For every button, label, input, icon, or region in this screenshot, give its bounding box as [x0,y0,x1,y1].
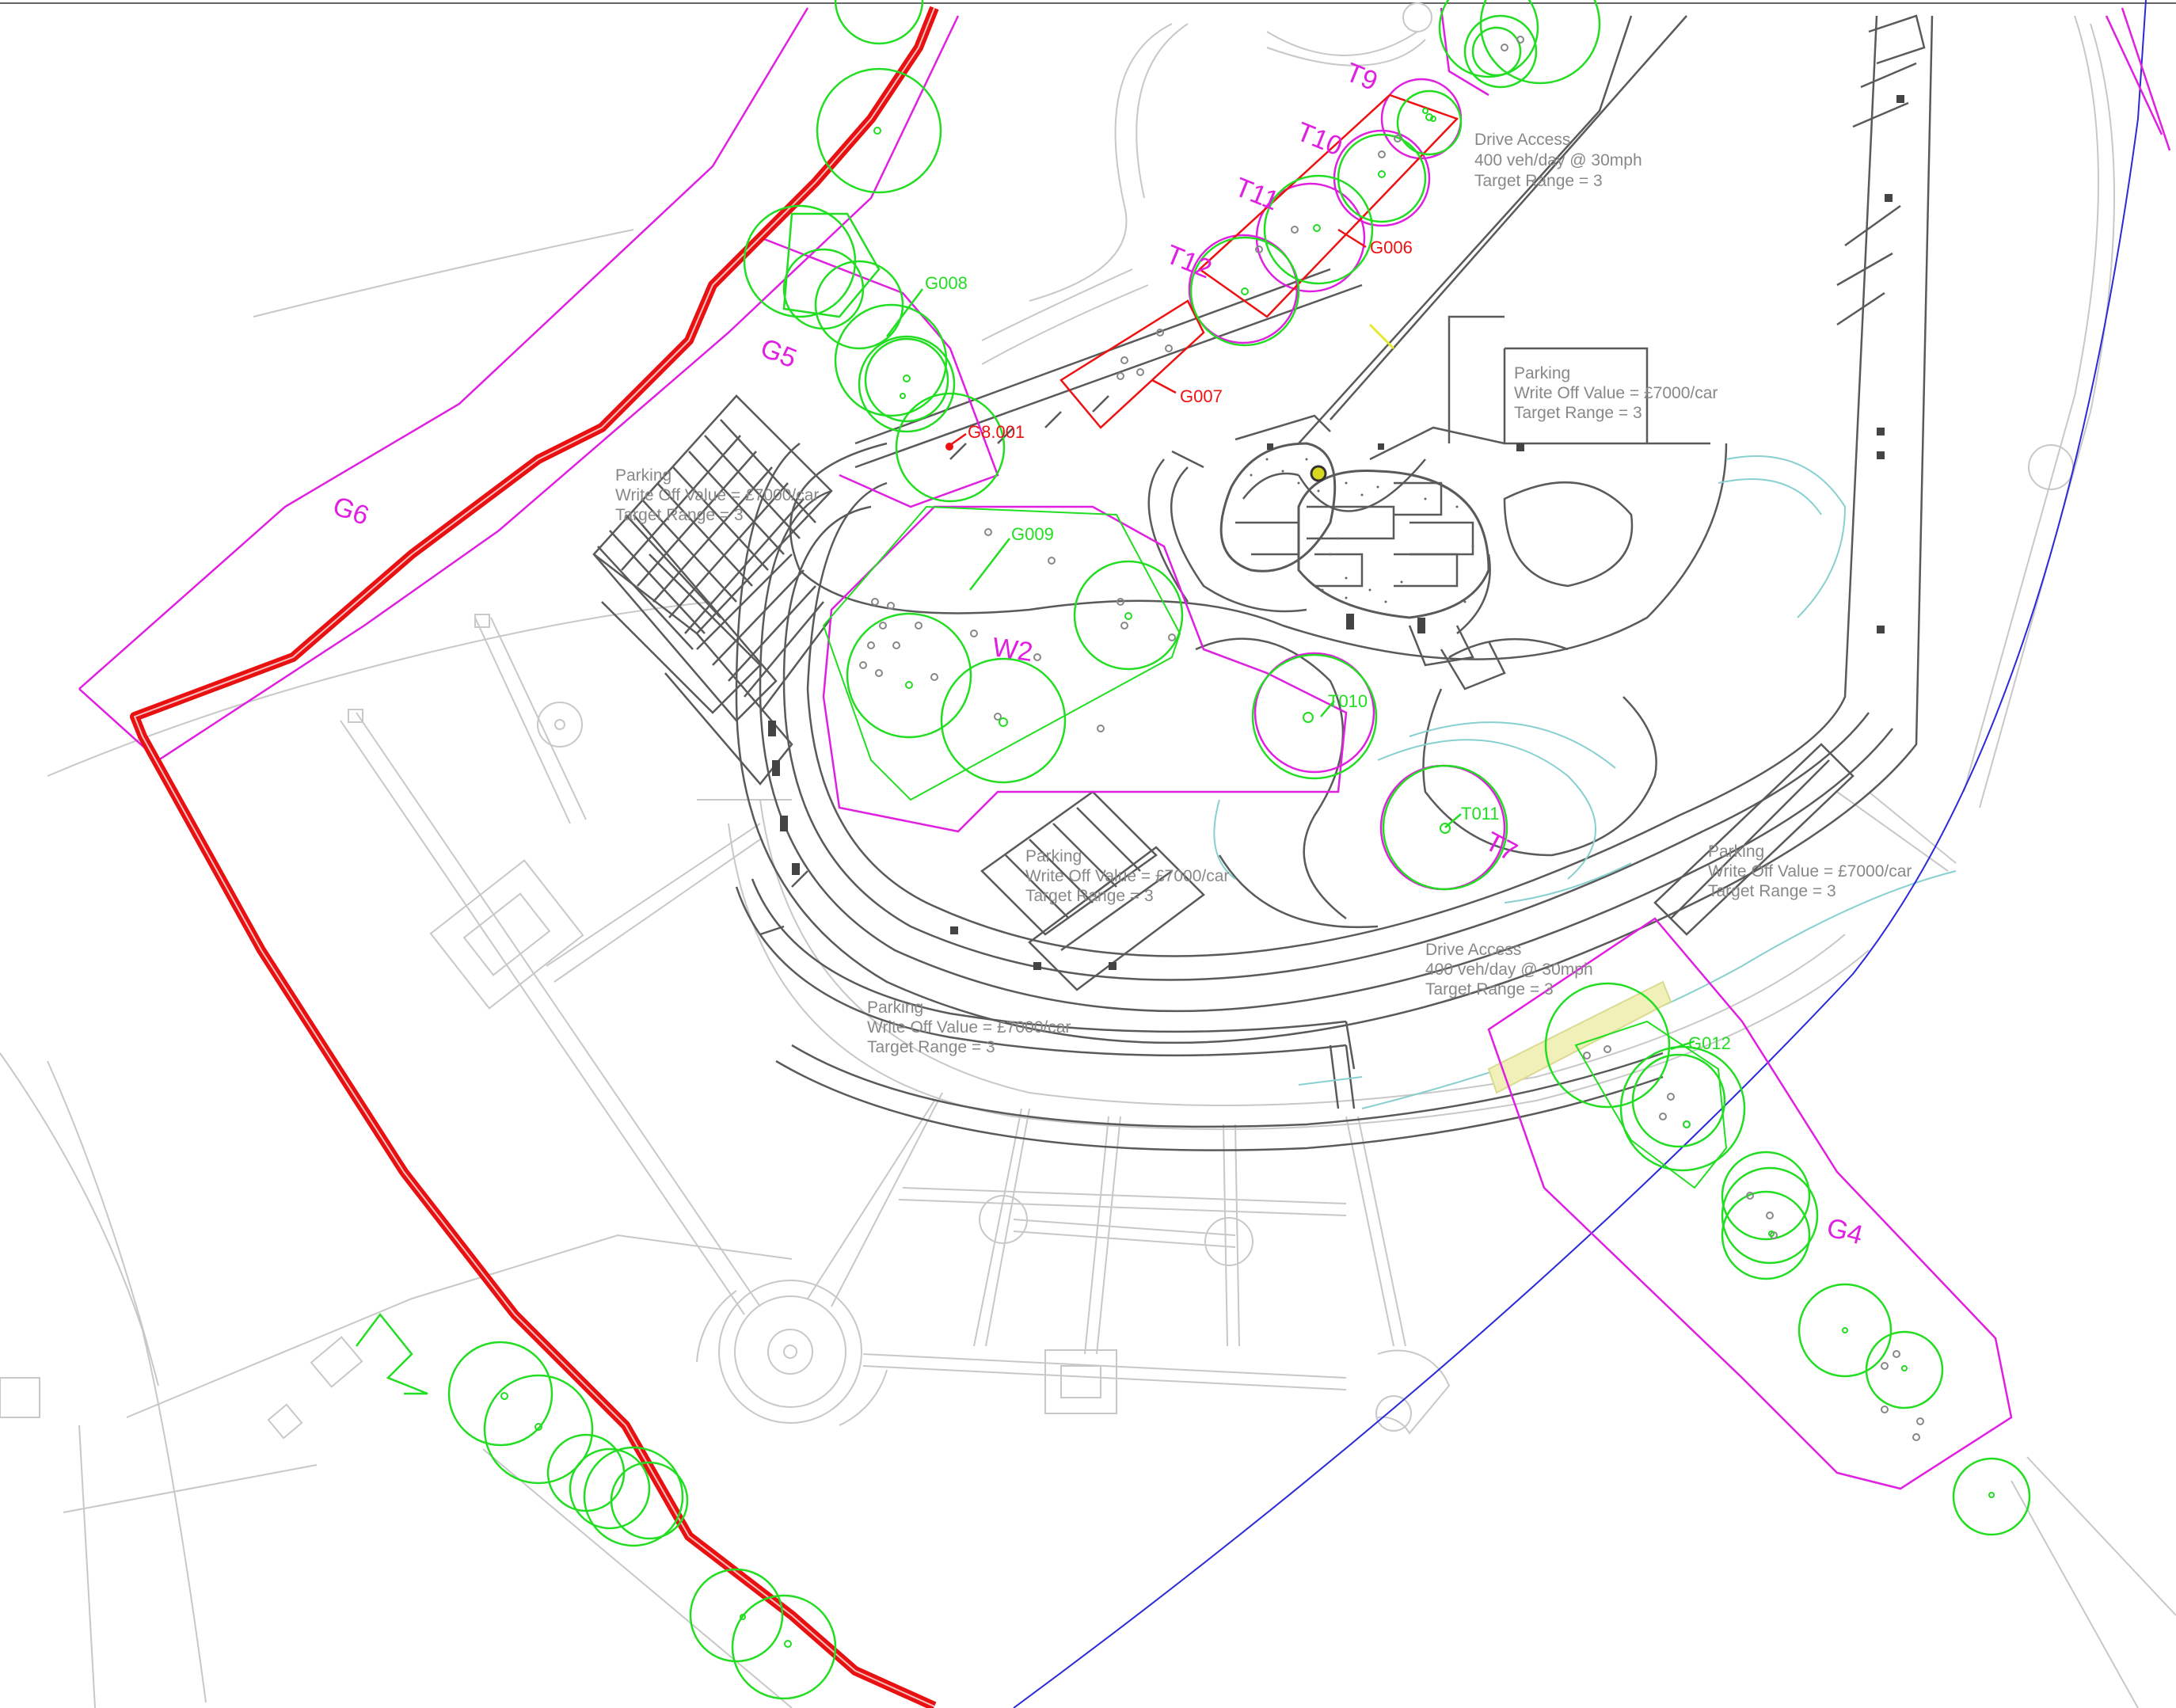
zone-g4-outline [1487,917,2013,1490]
note-line: Parking [867,999,923,1017]
zone-north-edge [1440,7,1489,97]
note-line: Write Off Value = £7000/car [1025,867,1229,885]
base-linework [592,14,1934,1151]
note-line: Parking [1514,364,1570,382]
yellow-strip [1487,980,1672,1094]
zone-east-edge [2121,7,2171,151]
red-tree-groups [949,93,1459,447]
tree-label-g008: G008 [925,273,968,293]
t12-zone-circle [1188,234,1299,344]
g8001-marker [945,443,953,451]
zone-label-g6: G6 [329,491,373,531]
note-line: Target Range = 3 [1514,404,1642,422]
note-parking-north: Parking Write Off Value = £7000/car Targ… [1514,364,1722,422]
zone-g6-inner [78,15,960,762]
note-line: Write Off Value = £7000/car [615,486,819,504]
risk-zones [78,7,2171,1490]
note-parking-centre: Parking Write Off Value = £7000/car Targ… [1025,847,1234,905]
note-line: 400 veh/day @ 30mph [1474,151,1642,169]
note-drive-access-south: Drive Access 400 veh/day @ 30mph Target … [1425,941,1597,999]
note-line: Parking [615,466,671,485]
tree-label-t010: T010 [1328,691,1368,711]
tree-label-g006: G006 [1370,238,1413,257]
note-line: Write Off Value = £7000/car [1514,384,1718,402]
g007-polygon [1059,299,1205,429]
note-parking-west: Parking Write Off Value = £7000/car Targ… [615,466,824,524]
note-parking-east: Parking Write Off Value = £7000/car Targ… [1708,843,1916,900]
zone-g6-outline [78,7,809,690]
note-drive-access-north: Drive Access 400 veh/day @ 30mph Target … [1474,131,1646,190]
zone-g5-outline [759,236,999,508]
note-line: Drive Access [1474,131,1570,149]
note-line: Target Range = 3 [1708,882,1836,900]
note-line: Target Range = 3 [1425,980,1554,999]
tree-label-t011: T011 [1461,804,1500,824]
tree-label-g007: G007 [1180,386,1223,406]
zone-label-g5: G5 [756,333,801,374]
zone-label-t11: T11 [1231,172,1283,216]
zone-w2-outline [822,505,1348,833]
note-line: Drive Access [1425,941,1521,959]
landscape-arcs [1213,455,1957,1109]
yellow-marker [1310,465,1327,482]
building-speckle [1250,458,1474,603]
stair-hatching [768,95,1904,970]
tree-label-g8001: G8.001 [968,422,1025,442]
g006-polygon [1198,93,1459,318]
zone-label-w2: W2 [991,632,1035,668]
note-parking-south: Parking Write Off Value = £7000/car Targ… [867,999,1075,1056]
note-line: Parking [1025,847,1082,865]
note-line: Write Off Value = £7000/car [1708,862,1912,881]
t7-zone-circle [1379,764,1506,891]
note-line: Write Off Value = £7000/car [867,1018,1071,1037]
zone-east-edge-2 [2105,15,2163,135]
zone-label-t10: T10 [1292,116,1347,162]
note-line: Target Range = 3 [867,1038,995,1056]
zone-label-t7: T7 [1480,827,1522,868]
note-line: Target Range = 3 [1474,172,1603,190]
note-line: Target Range = 3 [1025,887,1154,905]
yellow-short-line [1368,323,1395,350]
note-line: 400 veh/day @ 30mph [1425,961,1593,979]
tree-canopies [356,0,2031,1700]
note-line: Parking [1708,843,1764,861]
site-boundary [130,6,939,1708]
t010-zone-circle [1253,652,1375,774]
tree-stems [859,36,1924,1441]
tree-label-g012: G012 [1688,1033,1731,1053]
zone-label-g4: G4 [1824,1212,1866,1250]
zone-label-t12: T12 [1162,239,1216,284]
blue-boundary-line [1013,0,2147,1708]
tree-label-g009: G009 [1011,524,1054,544]
tree-centres [500,108,1995,1648]
note-line: Target Range = 3 [615,506,744,524]
